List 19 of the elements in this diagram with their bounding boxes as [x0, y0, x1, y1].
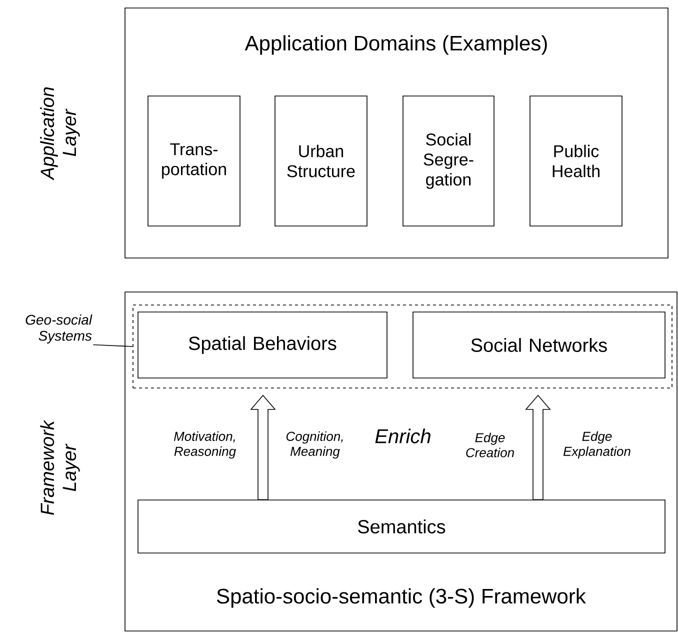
text-box: Social Networks — [412, 312, 666, 378]
layer-label: Application Layer — [40, 87, 80, 180]
text-box: Spatial Behaviors — [138, 312, 388, 378]
annotation: Motivation, Reasoning — [174, 431, 236, 459]
leader-line — [92, 344, 133, 347]
group-outline — [132, 304, 672, 388]
annotation: Enrich — [375, 428, 430, 444]
annotation: Cognition, Meaning — [286, 431, 343, 459]
annotation: Edge Creation — [466, 432, 514, 458]
block-arrow — [250, 394, 276, 500]
annotation: Edge Explanation — [563, 431, 630, 459]
text-box: Social Segre- gation — [402, 96, 494, 226]
text-box: Urban Structure — [274, 96, 368, 226]
callout-text: Geo-social Systems — [26, 314, 92, 344]
block-arrow — [525, 394, 551, 500]
text-box: Public Health — [530, 96, 622, 226]
text-box: Trans- portation — [148, 96, 240, 226]
text-box: Semantics — [138, 500, 666, 554]
layer-label: Framework Layer — [40, 420, 80, 515]
